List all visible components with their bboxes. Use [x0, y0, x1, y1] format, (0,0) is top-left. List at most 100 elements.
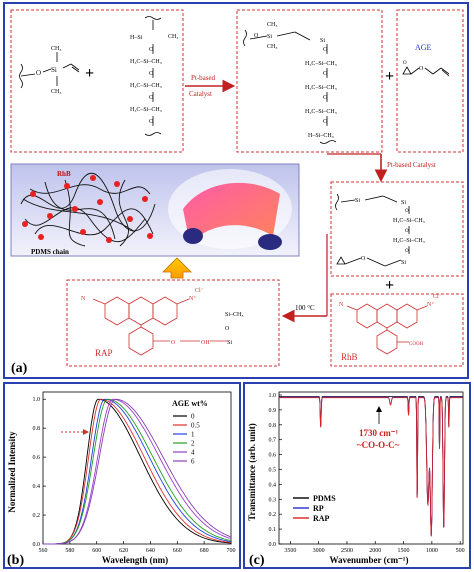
svg-text:O: O	[149, 95, 154, 101]
c-legend-entry: RP	[313, 504, 324, 513]
vinyl-siloxane-structure	[19, 52, 80, 89]
c-y-tick-label: 0.8	[269, 423, 277, 429]
up-arrow	[162, 257, 192, 279]
svg-text:CH₃: CH₃	[267, 22, 277, 28]
svg-text:O: O	[405, 229, 409, 234]
svg-text:O: O	[419, 66, 424, 72]
rap-structure	[92, 296, 227, 356]
b-y-axis-label: Normalized Intensity	[7, 431, 17, 513]
c-y-tick-label: 0.1	[269, 527, 277, 533]
heat-label: 100 °C	[295, 304, 315, 312]
c-series-line-RAP	[279, 397, 463, 537]
c-legend-entry: PDMS	[313, 494, 336, 503]
svg-text:H₃C–Si–CH₃: H₃C–Si–CH₃	[305, 61, 337, 67]
b-x-tick-label: 620	[119, 548, 128, 554]
b-y-tick-label: 0.2	[33, 513, 41, 519]
c-annotation-group: ~CO-O-C~	[357, 440, 400, 450]
c-y-tick-label: 0.0	[269, 542, 277, 548]
hydrosiloxane-structure	[144, 16, 162, 136]
b-x-tick-label: 560	[39, 548, 48, 554]
c-y-tick-label: 0.2	[269, 512, 277, 518]
svg-text:CH₃: CH₃	[168, 34, 178, 40]
rhb-product-label: RhB	[341, 352, 358, 362]
svg-text:H₃C–Si–CH₃: H₃C–Si–CH₃	[130, 83, 162, 89]
b-series-lines	[43, 398, 232, 545]
b-legend-entry: 2	[191, 440, 195, 448]
svg-text:Si: Si	[401, 260, 406, 266]
svg-text:H–Si: H–Si	[130, 35, 143, 41]
rhb-structure	[346, 303, 428, 355]
b-x-tick-label: 680	[200, 548, 209, 554]
age-label: AGE	[415, 43, 432, 52]
c-series-line-RP	[279, 396, 463, 536]
svg-text:O: O	[149, 71, 154, 77]
svg-text:H₃C–Si–CH₃: H₃C–Si–CH₃	[130, 107, 162, 113]
b-y-tick-label: 0.0	[33, 542, 41, 548]
arrow2-label: Pt-based Catalyst	[387, 161, 436, 169]
svg-text:H₃C–Si–CH₃: H₃C–Si–CH₃	[393, 218, 425, 224]
b-series-line-6	[43, 398, 232, 545]
rhb-dots	[22, 175, 153, 243]
b-x-tick-label: 640	[146, 548, 155, 554]
c-y-tick-label: 0.4	[269, 482, 277, 488]
c-x-tick-label: 3000	[313, 548, 325, 554]
svg-text:N: N	[81, 296, 86, 302]
c-x-tick-label: 500	[456, 548, 465, 554]
arrow1-label-bottom: Catalyst	[189, 90, 212, 98]
b-y-tick-label: 0.8	[33, 426, 41, 432]
plus-sign-3: +	[385, 277, 394, 294]
svg-text:O: O	[403, 61, 407, 66]
c-x-axis-label: Wavenumber (cm⁻¹)	[329, 555, 408, 565]
c-x-tick-label: 1000	[426, 548, 438, 554]
svg-text:OH: OH	[201, 340, 210, 346]
svg-text:O: O	[323, 71, 328, 77]
age-structure	[402, 66, 450, 77]
rap-label: RAP	[95, 348, 113, 358]
svg-text:H–Si–CH₃: H–Si–CH₃	[308, 133, 334, 139]
b-shift-arrow	[61, 429, 89, 435]
c-y-tick-label: 1.0	[269, 393, 277, 399]
svg-text:Si: Si	[355, 198, 360, 204]
svg-text:CH₃: CH₃	[267, 44, 277, 50]
svg-text:N⁺: N⁺	[427, 301, 435, 308]
panel-a-scheme: O Si CH₃ CH₃ + H–Si O H₃C–Si–CH₃ O H₃C–S…	[3, 2, 469, 379]
svg-text:H₃C–Si–CH₃: H₃C–Si–CH₃	[305, 85, 337, 91]
svg-text:O: O	[361, 256, 366, 262]
age-box	[396, 9, 464, 153]
b-legend-entry: 1	[191, 431, 195, 439]
b-y-tick-label: 1.0	[33, 397, 41, 403]
arrow1-label-top: Pt-based	[191, 74, 216, 82]
c-plot-frame	[278, 391, 464, 545]
intermediate-box	[236, 9, 383, 153]
svg-text:O: O	[254, 33, 259, 39]
c-y-tick-label: 0.7	[269, 438, 277, 444]
epoxy-siloxane-structure	[335, 193, 410, 267]
b-series-line-2	[43, 398, 232, 545]
pdms-chain-label: PDMS chain	[31, 248, 69, 256]
svg-text:O: O	[36, 69, 41, 77]
svg-text:H₃C–Si–CH₃: H₃C–Si–CH₃	[130, 59, 162, 65]
b-series-line-0.5	[43, 398, 232, 545]
b-series-line-4	[43, 398, 232, 545]
b-x-axis-label: Wavelength (nm)	[102, 555, 168, 565]
panel-a-label: (a)	[11, 361, 28, 376]
b-x-tick-label: 600	[92, 548, 101, 554]
c-x-tick-label: 2000	[369, 548, 381, 554]
c-annotation-wavenumber: 1730 cm⁻¹	[359, 428, 398, 438]
svg-text:N⁺: N⁺	[189, 295, 197, 302]
c-x-tick-label: 3500	[284, 548, 296, 554]
svg-text:O: O	[225, 326, 230, 332]
plus-sign: +	[85, 65, 94, 82]
svg-text:O: O	[323, 119, 328, 125]
svg-text:O: O	[171, 340, 176, 346]
rap-box	[66, 279, 280, 367]
svg-text:Cl⁻: Cl⁻	[195, 288, 204, 294]
c-y-axis-label: Transmittance (arb. unit)	[247, 423, 257, 521]
b-x-tick-label: 660	[173, 548, 182, 554]
c-annotation-arrow	[376, 406, 382, 424]
